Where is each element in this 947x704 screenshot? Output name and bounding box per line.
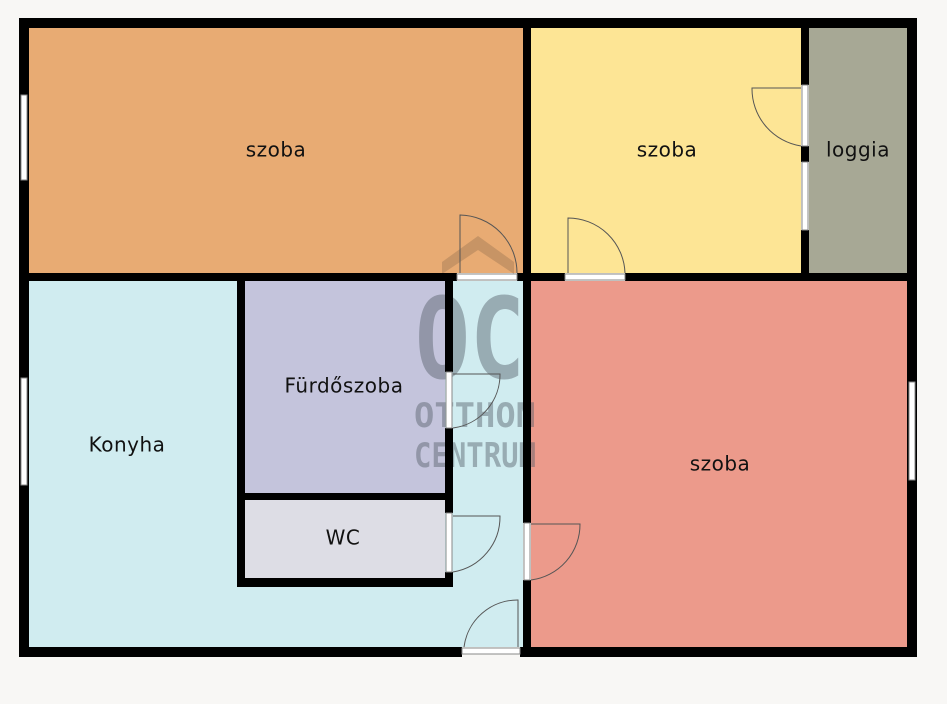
door-szoba-n: [564, 273, 626, 281]
label-loggia: loggia: [826, 138, 890, 162]
walls: [19, 18, 917, 657]
watermark-line1: OTTHON: [414, 396, 536, 436]
watermark-logo: OC: [415, 275, 525, 405]
room-loggia: [809, 28, 907, 273]
doors: [445, 84, 809, 655]
door-furdoszoba: [445, 371, 453, 429]
door-wc: [445, 512, 453, 573]
house-roof-icon: [442, 236, 514, 274]
entrance-door: [461, 647, 521, 655]
label-konyha: Konyha: [89, 433, 166, 457]
room-szoba-n: [531, 28, 801, 273]
label-szoba-nw: szoba: [246, 138, 307, 162]
window: [908, 381, 916, 481]
room-furdoszoba: [245, 281, 445, 493]
door-szoba-nw: [456, 273, 518, 281]
room-wc: [245, 500, 445, 578]
door-szoba-se: [523, 522, 531, 581]
room-szoba-se: [531, 281, 907, 647]
door-loggia: [801, 84, 809, 147]
label-szoba-n: szoba: [637, 138, 698, 162]
window: [20, 94, 28, 181]
watermark: OC OTTHON CENTRUM: [414, 236, 536, 476]
label-wc: WC: [326, 526, 361, 550]
windows: [20, 94, 916, 486]
window: [801, 161, 809, 231]
room-szoba-nw: [29, 28, 523, 273]
label-szoba-se: szoba: [690, 452, 751, 476]
label-furdoszoba: Fürdőszoba: [285, 374, 404, 398]
window: [20, 377, 28, 486]
watermark-line2: CENTRUM: [414, 436, 536, 476]
